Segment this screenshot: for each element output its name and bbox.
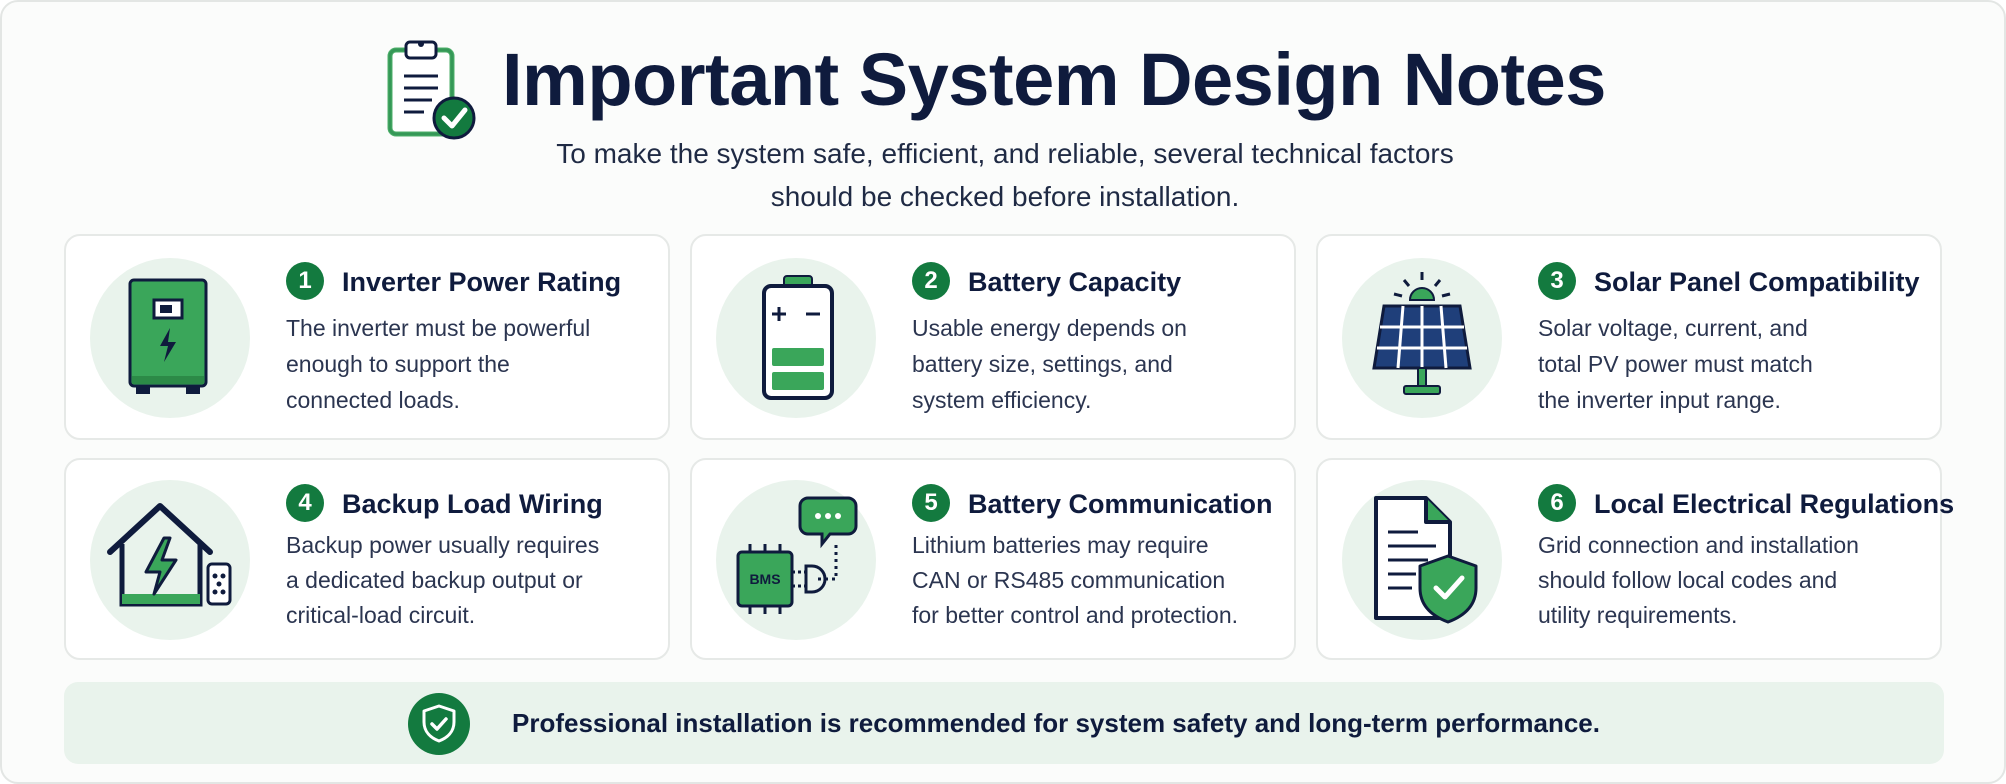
card-desc-line: the inverter input range.: [1538, 387, 1781, 413]
card-desc-line: Usable energy depends on: [912, 315, 1187, 341]
card-desc-6: Grid connection and installation should …: [1538, 528, 1918, 633]
card-desc-line: CAN or RS485 communication: [912, 567, 1226, 593]
footer-text: Professional installation is recommended…: [512, 708, 1600, 738]
solar-panel-icon: [1372, 272, 1472, 395]
card-desc-line: total PV power must match: [1538, 351, 1813, 377]
subtitle-line-1: To make the system safe, efficient, and …: [556, 138, 1454, 169]
card-desc-line: system efficiency.: [912, 387, 1092, 413]
card-desc-2: Usable energy depends on battery size, s…: [912, 310, 1272, 418]
battery-icon: [762, 275, 834, 400]
card-number-1: 1: [286, 262, 324, 300]
card-desc-line: critical-load circuit.: [286, 602, 476, 628]
card-title-4: Backup Load Wiring: [342, 489, 603, 519]
card-desc-line: Grid connection and installation: [1538, 532, 1859, 558]
card-title-1: Inverter Power Rating: [342, 267, 622, 297]
card-title-3: Solar Panel Compatibility: [1594, 267, 1920, 297]
page-subtitle: To make the system safe, efficient, and …: [505, 132, 1505, 218]
card-desc-line: for better control and protection.: [912, 602, 1239, 628]
bms-chip-icon-circle: BMS: [716, 480, 876, 640]
card-title-5: Battery Communication: [968, 489, 1273, 519]
house-power-icon-circle: [90, 480, 250, 640]
card-inverter-power-rating: 1 Inverter Power Rating The inverter mus…: [64, 234, 670, 440]
card-desc-5: Lithium batteries may require CAN or RS4…: [912, 528, 1292, 633]
inverter-icon: [128, 278, 208, 394]
card-backup-load-wiring: 4 Backup Load Wiring Backup power usuall…: [64, 458, 670, 660]
solar-panel-icon-circle: [1342, 258, 1502, 418]
card-battery-capacity: 2 Battery Capacity Usable energy depends…: [690, 234, 1296, 440]
bms-chip-label: BMS: [749, 571, 780, 587]
card-desc-line: The inverter must be powerful: [286, 315, 591, 341]
card-desc-line: Solar voltage, current, and: [1538, 315, 1808, 341]
bms-chip-icon: BMS: [736, 496, 858, 614]
card-desc-line: battery size, settings, and: [912, 351, 1173, 377]
card-number-4: 4: [286, 484, 324, 522]
card-number-5: 5: [912, 484, 950, 522]
inverter-icon-circle: [90, 258, 250, 418]
card-local-electrical-regulations: 6 Local Electrical Regulations Grid conn…: [1316, 458, 1954, 660]
card-battery-communication: BMS 5 Battery Communication Lithium batt…: [690, 458, 1296, 660]
card-desc-line: enough to support the: [286, 351, 510, 377]
card-desc-line: connected loads.: [286, 387, 460, 413]
document-shield-icon-circle: [1342, 480, 1502, 640]
battery-icon-circle: [716, 258, 876, 418]
card-title-6: Local Electrical Regulations: [1594, 489, 1955, 519]
card-desc-line: Lithium batteries may require: [912, 532, 1209, 558]
card-desc-line: a dedicated backup output or: [286, 567, 583, 593]
page-title: Important System Design Notes: [502, 38, 1606, 121]
house-power-icon: [107, 503, 232, 607]
card-desc-line: should follow local codes and: [1538, 567, 1838, 593]
card-number-2: 2: [912, 262, 950, 300]
card-number-3: 3: [1538, 262, 1576, 300]
clipboard-check-icon: [387, 40, 476, 140]
card-number-6: 6: [1538, 484, 1576, 522]
card-desc-1: The inverter must be powerful enough to …: [286, 310, 646, 418]
shield-check-icon: [422, 704, 456, 743]
header: Important System Design Notes To make th…: [2, 2, 2006, 227]
subtitle-line-2: should be checked before installation.: [770, 181, 1240, 212]
card-desc-line: utility requirements.: [1538, 602, 1738, 628]
card-solar-panel-compatibility: 3 Solar Panel Compatibility Solar voltag…: [1316, 234, 1942, 440]
document-shield-icon: [1374, 496, 1478, 624]
footer-banner: Professional installation is recommended…: [64, 682, 1944, 764]
card-desc-3: Solar voltage, current, and total PV pow…: [1538, 310, 1898, 418]
card-desc-4: Backup power usually requires a dedicate…: [286, 528, 646, 633]
card-title-2: Battery Capacity: [968, 267, 1182, 297]
shield-check-icon-badge: [408, 693, 470, 755]
card-desc-line: Backup power usually requires: [286, 532, 600, 558]
